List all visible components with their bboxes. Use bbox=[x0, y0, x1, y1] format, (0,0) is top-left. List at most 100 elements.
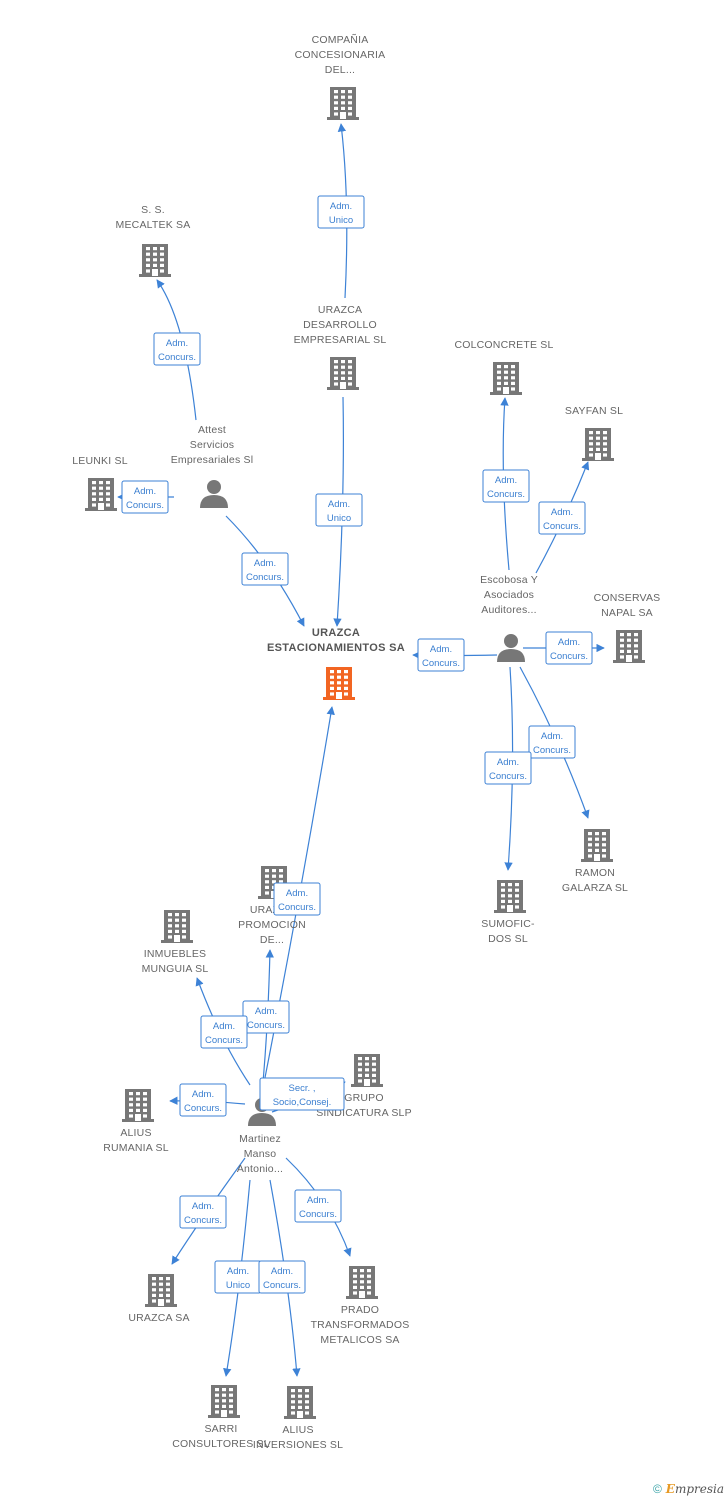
relation-label-line: Adm. bbox=[307, 1195, 329, 1206]
node-colconcrete[interactable]: COLCONCRETE SL bbox=[454, 339, 553, 395]
node-label: MECALTEK SA bbox=[116, 219, 191, 231]
node-label: METALICOS SA bbox=[320, 1334, 399, 1346]
relation-label-martinez-sarri[interactable]: Adm.Unico bbox=[214, 1260, 262, 1294]
relation-label-martinez-promocion[interactable]: Adm.Concurs. bbox=[242, 1000, 290, 1034]
node-label: URAZCA bbox=[318, 304, 362, 316]
relation-label-martinez-prado[interactable]: Adm. Concurs. bbox=[294, 1189, 342, 1223]
node-label: INVERSIONES SL bbox=[253, 1439, 343, 1451]
relation-label-escobosa-ramon[interactable]: Adm.Concurs. bbox=[528, 725, 576, 759]
building-icon[interactable] bbox=[582, 428, 614, 461]
building-icon[interactable] bbox=[139, 244, 171, 277]
relation-label-martinez-rumania[interactable]: Adm.Concurs. bbox=[179, 1083, 227, 1117]
relation-label-escobosa-sayfan[interactable]: Adm.Concurs. bbox=[538, 501, 586, 535]
building-icon[interactable] bbox=[208, 1385, 240, 1418]
building-icon[interactable] bbox=[346, 1266, 378, 1299]
relation-label-line: Adm. bbox=[213, 1021, 235, 1032]
node-martinez[interactable]: MartinezMansoAntonio... bbox=[237, 1098, 283, 1175]
relation-label-line: Adm. bbox=[551, 507, 573, 518]
building-icon[interactable] bbox=[490, 362, 522, 395]
relation-label-line: Concurs. bbox=[246, 572, 284, 583]
node-label: DOS SL bbox=[488, 933, 528, 945]
relation-label-line: Adm. bbox=[227, 1266, 249, 1277]
person-icon[interactable] bbox=[497, 634, 525, 662]
relation-label-desarrollo-main[interactable]: Adm.Unico bbox=[315, 493, 363, 527]
node-label: Empresariales Sl bbox=[171, 454, 254, 466]
relation-label-line: Adm. bbox=[286, 888, 308, 899]
node-label: SARRI bbox=[204, 1423, 237, 1435]
node-label: ALIUS bbox=[282, 1424, 313, 1436]
node-label: Auditores... bbox=[481, 604, 537, 616]
building-icon[interactable] bbox=[581, 829, 613, 862]
building-icon[interactable] bbox=[85, 478, 117, 511]
building-icon[interactable] bbox=[323, 667, 355, 700]
node-label: EMPRESARIAL SL bbox=[294, 334, 387, 346]
relation-label-martinez-inversiones[interactable]: Adm.Concurs. bbox=[258, 1260, 306, 1294]
node-label: RUMANIA SL bbox=[103, 1142, 169, 1154]
node-label: GRUPO bbox=[344, 1092, 384, 1104]
relation-label-line: Adm. bbox=[497, 757, 519, 768]
node-compania[interactable]: COMPAÑIACONCESIONARIADEL... bbox=[295, 33, 386, 120]
node-label: CONCESIONARIA bbox=[295, 49, 386, 61]
relation-label-line: Concurs. bbox=[550, 651, 588, 662]
node-label: INMUEBLES bbox=[144, 948, 206, 960]
relation-label-martinez-inmuebles[interactable]: Adm.Concurs. bbox=[200, 1015, 248, 1049]
relation-label-line: Concurs. bbox=[489, 771, 527, 782]
relation-label-line: Adm. bbox=[254, 558, 276, 569]
building-icon[interactable] bbox=[327, 87, 359, 120]
node-label: URAZCA bbox=[312, 627, 360, 639]
relation-label-line: Adm. bbox=[430, 644, 452, 655]
relation-label-martinez-main[interactable]: Adm.Concurs. bbox=[273, 882, 321, 916]
building-icon[interactable] bbox=[351, 1054, 383, 1087]
node-sayfan[interactable]: SAYFAN SL bbox=[565, 405, 623, 461]
relation-label-attest-leunki[interactable]: Adm.Concurs. bbox=[121, 480, 169, 514]
relation-label-attest-mecaltek[interactable]: Adm.Concurs. bbox=[153, 332, 201, 366]
person-icon[interactable] bbox=[200, 480, 228, 508]
node-label: URAZCA SA bbox=[128, 1312, 189, 1324]
node-label: DE... bbox=[260, 934, 284, 946]
node-label: COLCONCRETE SL bbox=[454, 339, 553, 351]
copyright-icon: © bbox=[652, 1482, 662, 1496]
relation-label-line: Unico bbox=[329, 215, 353, 226]
relation-label-line: Concurs. bbox=[422, 658, 460, 669]
relation-label-martinez-grupo[interactable]: Secr. ,Socio,Consej. bbox=[259, 1077, 345, 1111]
node-label: Martinez bbox=[239, 1133, 281, 1145]
node-leunki[interactable]: LEUNKI SL bbox=[72, 455, 128, 511]
relation-label-line: Adm. bbox=[328, 499, 350, 510]
building-icon[interactable] bbox=[613, 630, 645, 663]
building-icon[interactable] bbox=[122, 1089, 154, 1122]
relation-label-line: Adm. bbox=[192, 1089, 214, 1100]
node-escobosa[interactable]: Escobosa YAsociadosAuditores... bbox=[480, 574, 538, 662]
relation-label-line: Concurs. bbox=[184, 1215, 222, 1226]
node-sumofic[interactable]: SUMOFIC-DOS SL bbox=[481, 880, 535, 945]
relation-label-desarrollo-compania[interactable]: Adm. Unico bbox=[317, 195, 365, 229]
node-mecaltek[interactable]: S. S.MECALTEK SA bbox=[116, 204, 191, 277]
relation-label-line: Concurs. bbox=[247, 1020, 285, 1031]
relation-label-escobosa-conservas[interactable]: Adm.Concurs. bbox=[545, 631, 593, 665]
relation-label-line: Concurs. bbox=[299, 1209, 337, 1220]
node-label: CONSERVAS bbox=[594, 592, 661, 604]
building-icon[interactable] bbox=[161, 910, 193, 943]
node-inversiones[interactable]: ALIUS INVERSIONES SL bbox=[253, 1386, 343, 1451]
relation-label-escobosa-sumofic[interactable]: Adm. Concurs. bbox=[484, 751, 532, 785]
relation-label-line: Adm. bbox=[330, 201, 352, 212]
building-icon[interactable] bbox=[494, 880, 526, 913]
node-urazcasa[interactable]: URAZCA SA bbox=[128, 1274, 189, 1324]
relation-label-martinez-urazcasa[interactable]: Adm.Concurs. bbox=[179, 1195, 227, 1229]
relation-label-line: Adm. bbox=[271, 1266, 293, 1277]
relation-label-attest-main[interactable]: Adm. Concurs. bbox=[241, 552, 289, 586]
relation-label-escobosa-colconcrete[interactable]: Adm.Concurs. bbox=[482, 469, 530, 503]
building-icon[interactable] bbox=[145, 1274, 177, 1307]
building-icon[interactable] bbox=[284, 1386, 316, 1419]
building-icon[interactable] bbox=[327, 357, 359, 390]
relation-label-escobosa-main[interactable]: Adm. Concurs. bbox=[417, 638, 465, 672]
empresia-watermark[interactable]: ©Empresia bbox=[653, 1482, 724, 1496]
